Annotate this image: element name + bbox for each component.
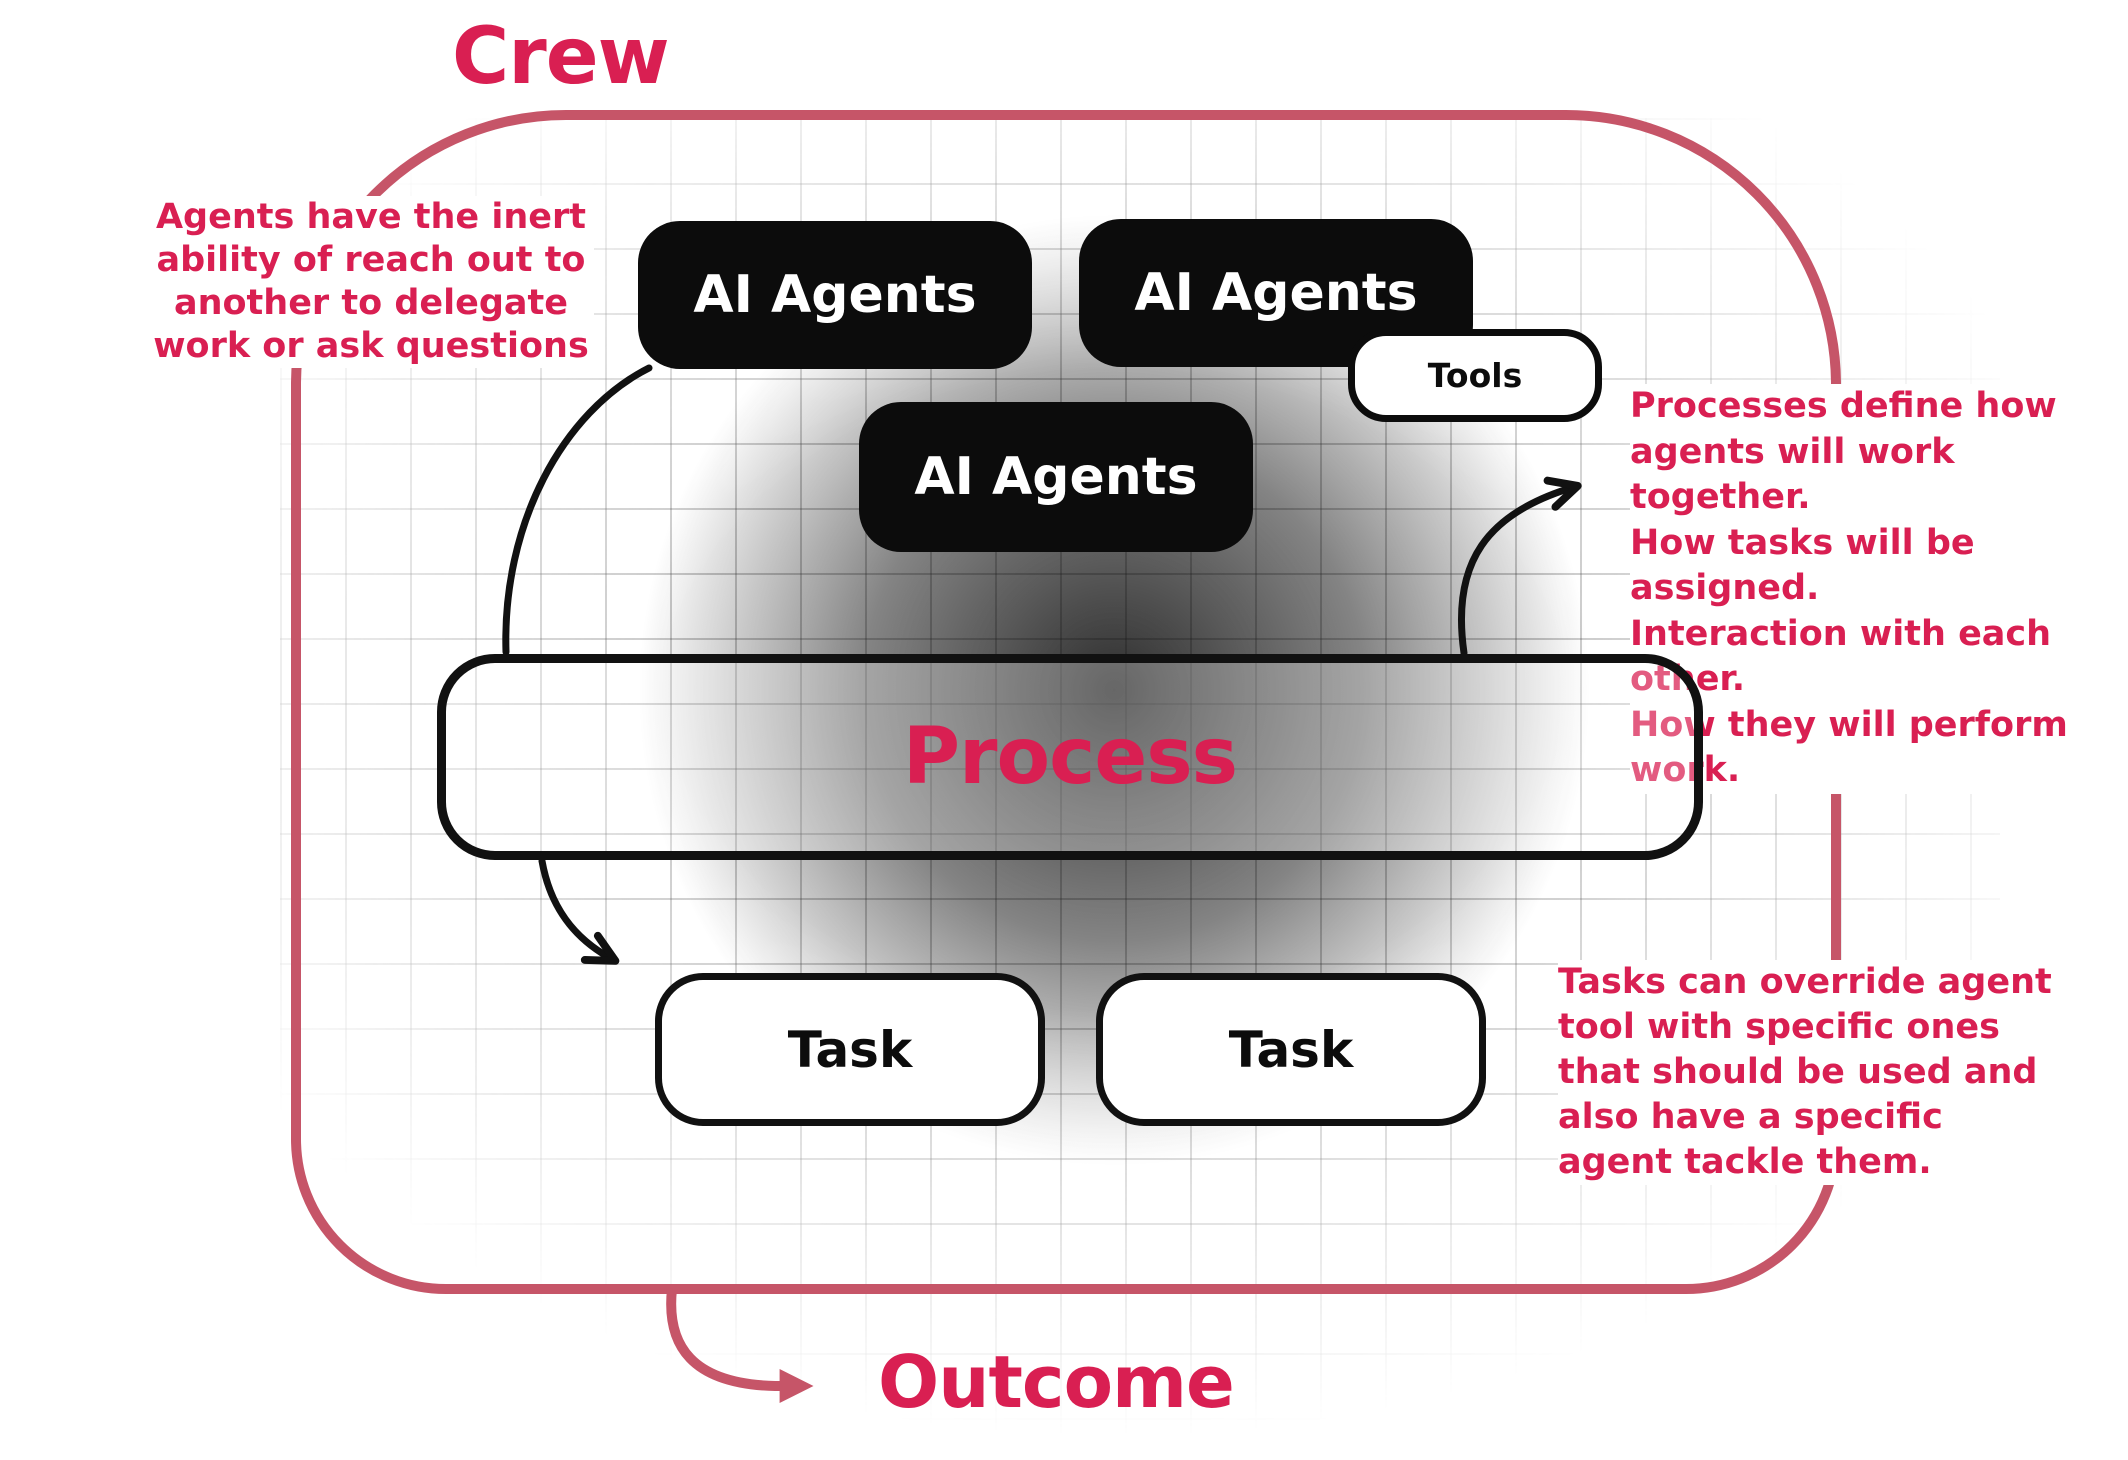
tasks-annotation: Tasks can override agent tool with speci…	[1558, 960, 2118, 1185]
ai-agents-box-3: AI Agents	[859, 402, 1253, 552]
process-annotation: Processes define how agents will work to…	[1630, 384, 2120, 794]
outcome-label: Outcome	[878, 1340, 1235, 1424]
process-annotation-arrow	[1457, 476, 1582, 657]
process-bar: Process	[437, 654, 1703, 860]
outcome-arrow	[666, 1288, 814, 1404]
task-box-1: Task	[655, 973, 1045, 1126]
agent-delegation-arrow-upper	[502, 364, 653, 656]
crew-label: Crew	[452, 12, 670, 102]
tools-box: Tools	[1348, 329, 1602, 422]
agents-annotation: Agents have the inert ability of reach o…	[148, 196, 594, 368]
ai-agents-box-2: AI Agents	[1079, 219, 1473, 367]
task-box-2: Task	[1096, 973, 1486, 1126]
ai-agents-box-1: AI Agents	[638, 221, 1032, 369]
agent-delegation-arrow-lower	[538, 857, 620, 965]
